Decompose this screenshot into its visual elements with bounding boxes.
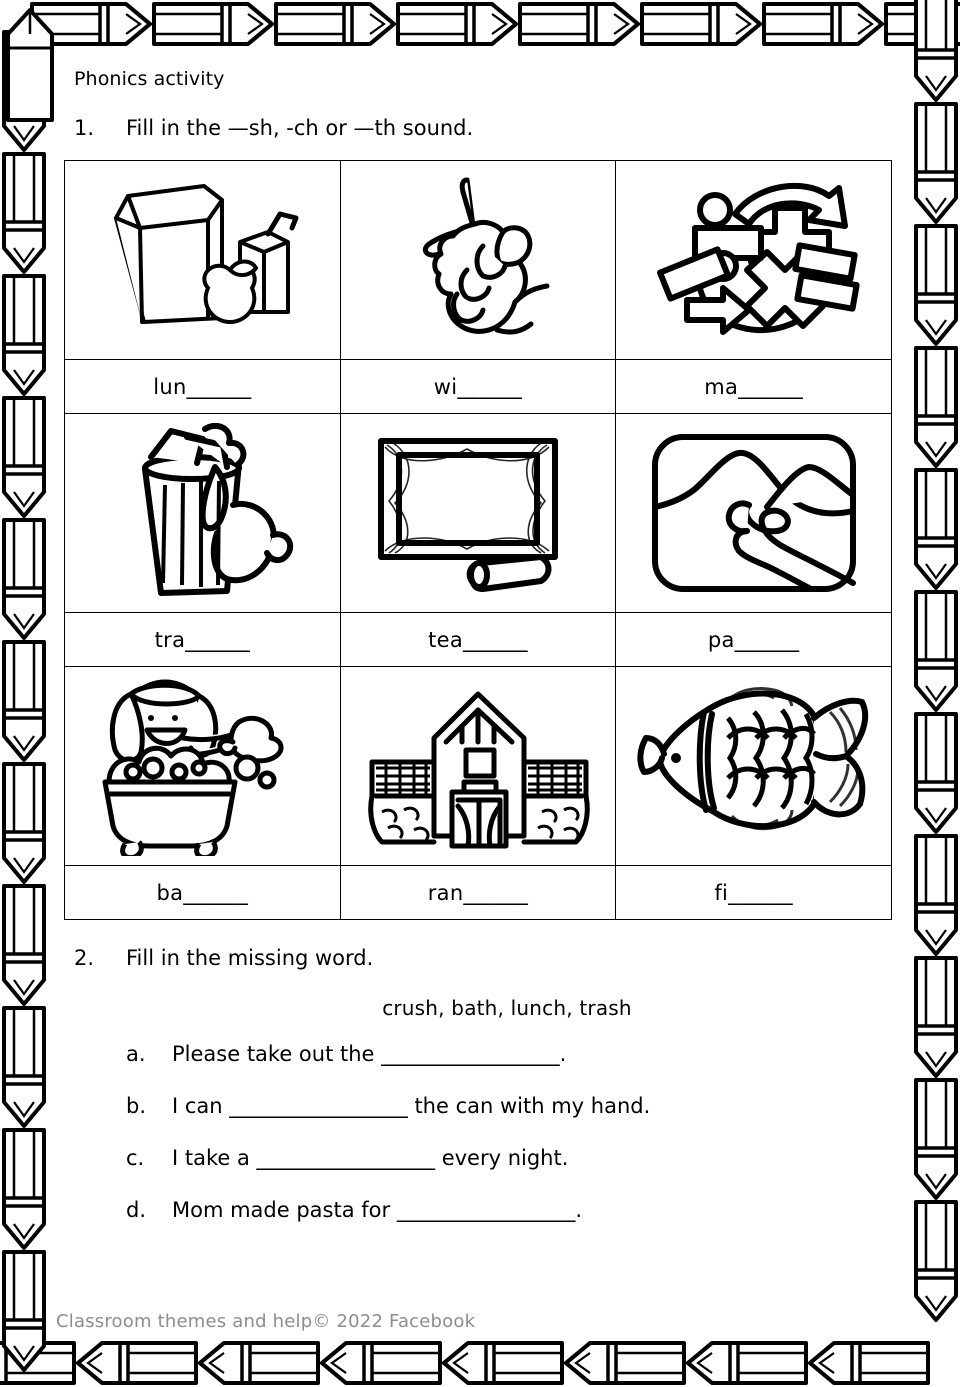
item-text: I take a _________________ every night. <box>172 1146 569 1170</box>
trash-can-icon <box>142 423 294 596</box>
picture-cell-teach <box>339 413 617 613</box>
picture-cell-lunch <box>64 160 341 360</box>
table-row <box>64 160 892 360</box>
mountain-path-icon <box>651 434 856 592</box>
word-cell: ba______ <box>64 865 341 920</box>
table-row <box>64 413 892 613</box>
list-item: c. I take a _________________ every nigh… <box>126 1146 904 1170</box>
word-cell: wi______ <box>339 359 617 414</box>
question-2-block: 2. Fill in the missing word. crush, bath… <box>56 946 904 1222</box>
border-corner-crayon <box>6 8 54 122</box>
picture-cell-bath <box>64 666 341 866</box>
list-item: d. Mom made pasta for _________________. <box>126 1198 904 1222</box>
item-text: I can _________________ the can with my … <box>172 1094 651 1118</box>
item-letter: d. <box>126 1198 147 1222</box>
table-row <box>64 666 892 866</box>
item-letter: a. <box>126 1042 146 1066</box>
question-1-text: Fill in the —sh, -ch or —th sound. <box>126 116 474 140</box>
sentence-list: a. Please take out the _________________… <box>126 1042 904 1222</box>
list-item: b. I can _________________ the can with … <box>126 1094 904 1118</box>
question-1-number: 1. <box>74 116 95 140</box>
picture-cell-ranch <box>339 666 617 866</box>
picture-cell-fish <box>615 666 892 866</box>
worksheet-body: Phonics activity 1. Fill in the —sh, -ch… <box>56 46 904 1332</box>
word-cell: pa______ <box>615 612 892 667</box>
border-right <box>914 0 958 1322</box>
ranch-barn-icon <box>368 691 590 849</box>
table-row: ba______ ran______ fi______ <box>64 865 892 920</box>
word-cell: ma______ <box>615 359 892 414</box>
girl-in-bathtub-icon <box>102 679 284 856</box>
footer-credit: Classroom themes and help© 2022 Facebook <box>56 1311 476 1332</box>
item-letter: b. <box>126 1094 147 1118</box>
border-top <box>30 2 960 46</box>
fish-icon <box>637 687 868 831</box>
lunch-bag-apple-juice-icon <box>114 184 299 325</box>
word-cell: fi______ <box>615 865 892 920</box>
picture-cell-trash <box>64 413 341 613</box>
border-bottom <box>0 1341 930 1385</box>
item-letter: c. <box>126 1146 145 1170</box>
picture-cell-path <box>615 413 892 613</box>
question-1-heading: 1. Fill in the —sh, -ch or —th sound. <box>74 116 904 140</box>
question-2-number: 2. <box>74 946 95 970</box>
word-cell: ran______ <box>339 865 617 920</box>
item-text: Please take out the _________________. <box>172 1042 567 1066</box>
table-row: tra______ tea______ pa______ <box>64 612 892 667</box>
item-text: Mom made pasta for _________________. <box>172 1198 582 1222</box>
question-2-text: Fill in the missing word. <box>126 946 374 970</box>
table-row: lun______ wi______ ma______ <box>64 359 892 414</box>
hand-holding-wishbone-icon <box>422 177 550 335</box>
word-cell: tea______ <box>339 612 617 667</box>
word-cell: lun______ <box>64 359 341 414</box>
question-2-heading: 2. Fill in the missing word. <box>74 946 904 970</box>
word-cell: tra______ <box>64 612 341 667</box>
border-left <box>2 30 46 1372</box>
picture-word-table: lun______ wi______ ma______ <box>64 160 892 920</box>
chalkboard-and-chalk-icon <box>377 438 558 592</box>
picture-cell-wish <box>339 160 617 360</box>
word-bank: crush, bath, lunch, trash <box>382 996 632 1020</box>
page-title: Phonics activity <box>74 68 225 90</box>
math-symbols-icon <box>656 182 860 335</box>
picture-cell-math <box>615 160 892 360</box>
list-item: a. Please take out the _________________… <box>126 1042 904 1066</box>
